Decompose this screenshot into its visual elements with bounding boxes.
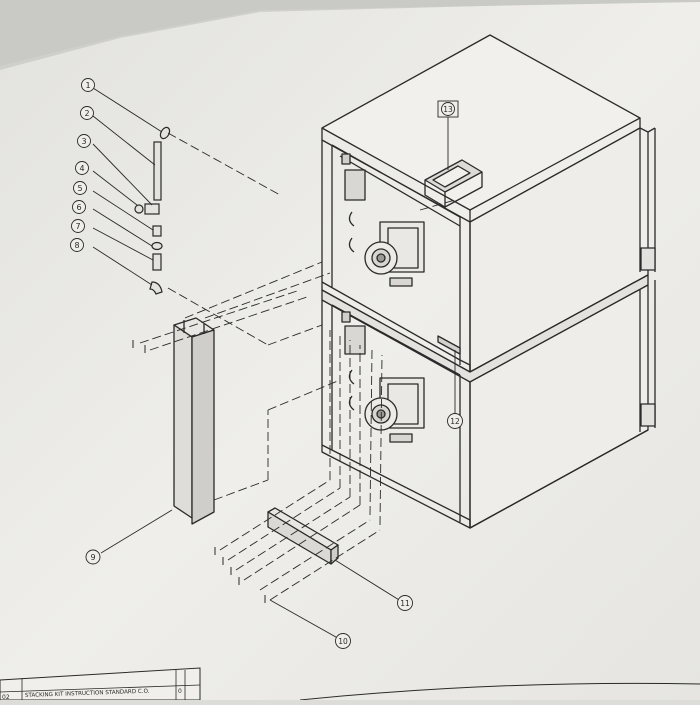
dashed-end-ticks [132,340,266,603]
title-block-title: STACKING KIT INSTRUCTION STANDARD C.O. [25,689,150,699]
svg-text:8: 8 [74,241,79,250]
svg-text:4: 4 [79,164,84,173]
part-2-tube [153,141,162,201]
callout-9: 9 [85,549,101,565]
svg-text:10: 10 [338,637,348,646]
svg-text:3: 3 [81,137,86,146]
callout-6: 6 [72,200,86,214]
part-7-pipe [152,253,162,271]
svg-text:2: 2 [84,109,89,118]
svg-text:1: 1 [85,81,90,90]
part-3-coupler [144,203,160,215]
svg-text:5: 5 [77,184,82,193]
callout-8: 8 [70,238,84,252]
explode-lines [139,132,456,601]
svg-text:11: 11 [400,599,410,608]
callout-1: 1 [81,78,95,92]
svg-text:12: 12 [450,417,460,426]
title-block-doc-fragment: 02 [2,694,10,700]
svg-text:9: 9 [90,553,95,562]
callout-7: 7 [71,219,85,233]
title-block: 02 STACKING KIT INSTRUCTION STANDARD C.O… [0,667,700,701]
leader-lines [92,87,456,642]
part-8-elbow [149,281,163,295]
callout-5: 5 [73,181,87,195]
svg-text:6: 6 [76,203,81,212]
part-1-cap [159,126,171,140]
part-4-nut [134,204,144,214]
callout-10: 10 [335,633,351,649]
part-9-post [173,317,215,525]
title-block-revision: 0 [178,688,182,695]
paper-shadow [0,0,700,66]
callout-12: 12 [447,413,463,429]
callout-11: 11 [397,595,413,611]
upper-unit [321,34,656,373]
callout-3: 3 [77,134,91,148]
part-5-fitting [152,225,162,237]
part-6-ring [151,241,163,251]
callout-2: 2 [80,106,94,120]
svg-text:7: 7 [75,222,80,231]
svg-text:13: 13 [443,105,453,114]
pipe-parts [134,126,171,295]
part-11-bracket [267,507,339,565]
callout-13: 13 [437,100,459,118]
callout-4: 4 [75,161,89,175]
bottom-curve [299,682,700,701]
